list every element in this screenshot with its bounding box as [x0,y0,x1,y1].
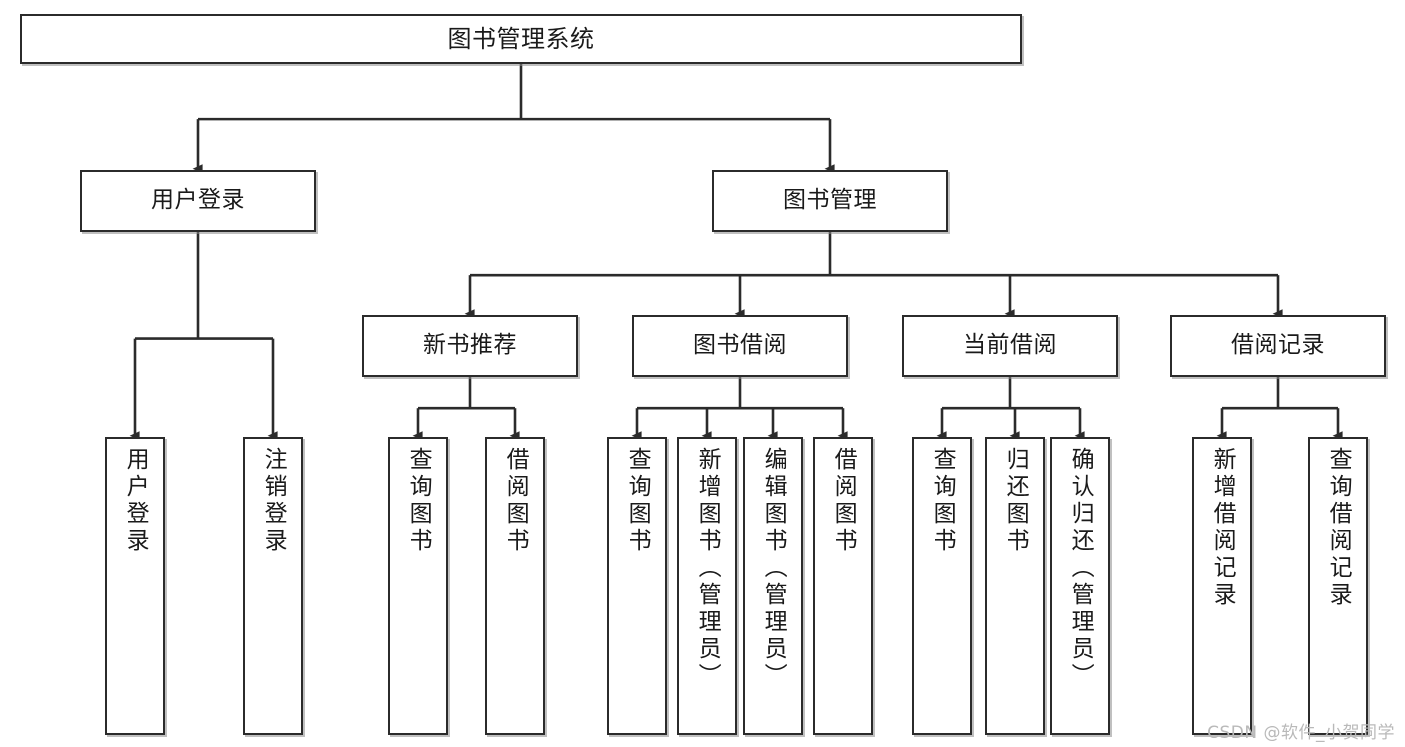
node-label-leaf-user-logout: 注销登录 [260,447,287,555]
node-leaf-br-query[interactable]: 查询借阅记录 [1308,437,1368,735]
node-label-leaf-cb-confirm: 确认归还（管理员） [1067,447,1094,690]
node-leaf-user-login[interactable]: 用户登录 [105,437,165,735]
node-label-leaf-rec-borrow: 借阅图书 [502,447,529,555]
node-label-leaf-bb-borrow: 借阅图书 [830,447,857,555]
node-user-login[interactable]: 用户登录 [80,170,316,232]
node-new-book-rec[interactable]: 新书推荐 [362,315,578,377]
node-leaf-bb-query[interactable]: 查询图书 [607,437,667,735]
node-book-borrow[interactable]: 图书借阅 [632,315,848,377]
node-label-borrow-record: 借阅记录 [1231,332,1325,359]
node-leaf-bb-edit[interactable]: 编辑图书（管理员） [743,437,803,735]
node-label-leaf-bb-edit: 编辑图书（管理员） [760,447,787,690]
node-leaf-user-logout[interactable]: 注销登录 [243,437,303,735]
node-label-leaf-cb-query: 查询图书 [929,447,956,555]
node-label-new-book-rec: 新书推荐 [423,332,517,359]
node-label-leaf-user-login: 用户登录 [122,447,149,555]
node-label-current-borrow: 当前借阅 [963,332,1057,359]
node-label-user-login: 用户登录 [151,187,245,214]
node-book-manage[interactable]: 图书管理 [712,170,948,232]
node-leaf-rec-borrow[interactable]: 借阅图书 [485,437,545,735]
node-borrow-record[interactable]: 借阅记录 [1170,315,1386,377]
node-leaf-cb-confirm[interactable]: 确认归还（管理员） [1050,437,1110,735]
node-label-leaf-br-add: 新增借阅记录 [1209,447,1236,609]
node-label-leaf-bb-add: 新增图书（管理员） [694,447,721,690]
node-leaf-cb-return[interactable]: 归还图书 [985,437,1045,735]
node-leaf-bb-add[interactable]: 新增图书（管理员） [677,437,737,735]
node-leaf-bb-borrow[interactable]: 借阅图书 [813,437,873,735]
node-leaf-rec-query[interactable]: 查询图书 [388,437,448,735]
node-leaf-br-add[interactable]: 新增借阅记录 [1192,437,1252,735]
node-label-leaf-bb-query: 查询图书 [624,447,651,555]
node-label-leaf-br-query: 查询借阅记录 [1325,447,1352,609]
node-current-borrow[interactable]: 当前借阅 [902,315,1118,377]
node-label-leaf-rec-query: 查询图书 [405,447,432,555]
node-label-leaf-cb-return: 归还图书 [1002,447,1029,555]
csdn-watermark: CSDN @软件_小贺同学 [1207,723,1395,743]
node-label-root: 图书管理系统 [447,24,595,53]
node-leaf-cb-query[interactable]: 查询图书 [912,437,972,735]
node-label-book-borrow: 图书借阅 [693,332,787,359]
node-root[interactable]: 图书管理系统 [20,14,1022,64]
node-label-book-manage: 图书管理 [783,187,877,214]
